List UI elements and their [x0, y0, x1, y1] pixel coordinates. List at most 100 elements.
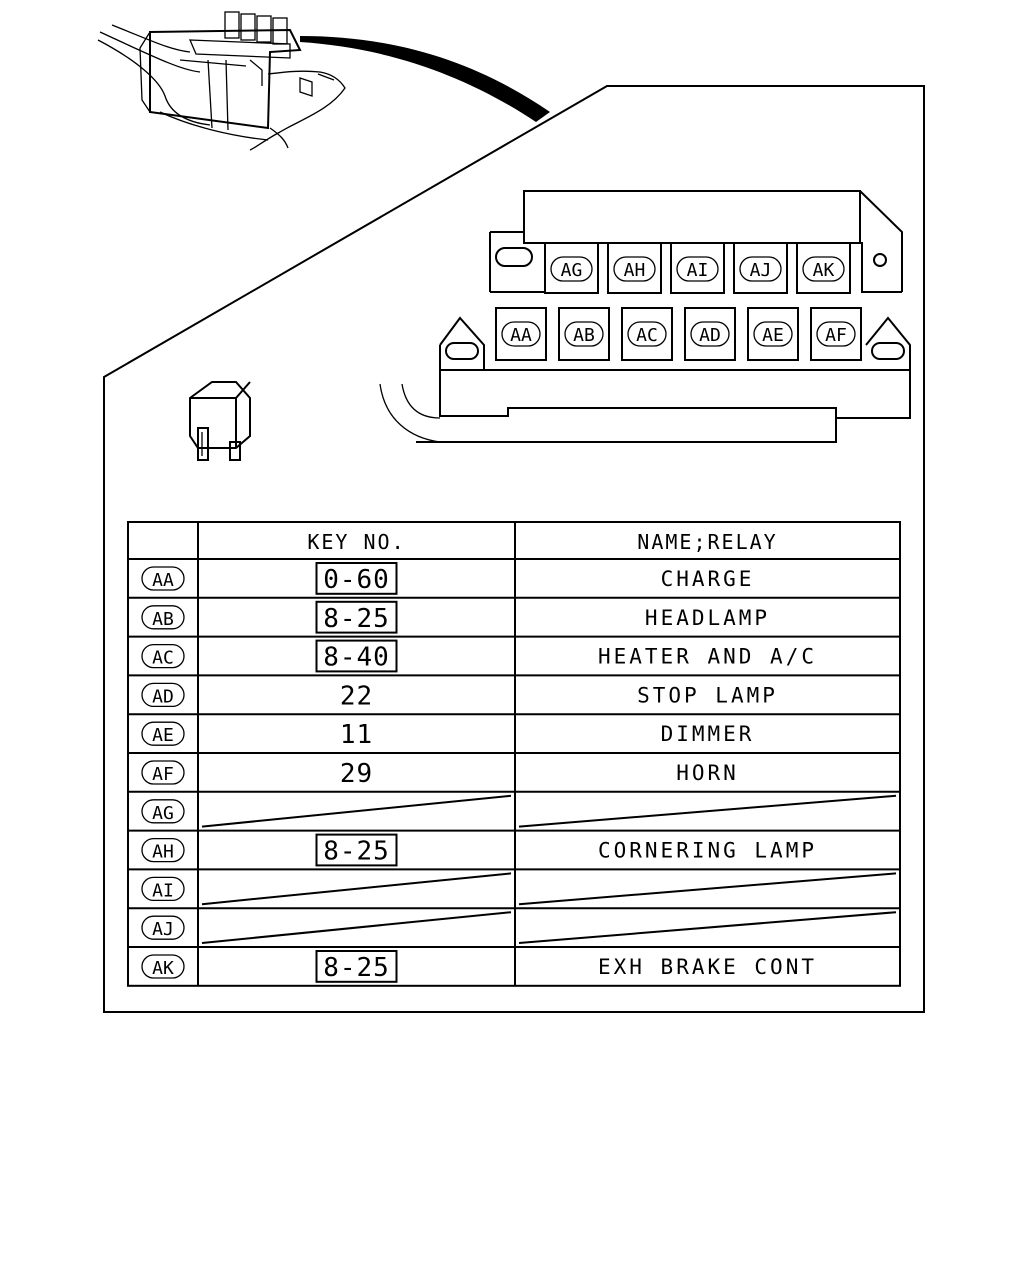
row-id-badge	[141, 799, 185, 824]
key-number-box	[315, 639, 398, 673]
row-id: AF	[152, 764, 174, 785]
relay-name: HEATER AND A/C	[598, 645, 817, 669]
row-id-badge	[141, 760, 185, 785]
row-id-badge	[141, 643, 185, 669]
key-number-box	[315, 833, 398, 867]
row-id-badge	[141, 566, 185, 591]
table-row: AE 11 DIMMER	[128, 713, 900, 750]
relay-slot-label: AI	[687, 260, 709, 281]
relay-slot-badge	[802, 256, 845, 282]
relay-slot-body	[670, 242, 725, 294]
relay-slot-body	[621, 307, 673, 361]
row-id: AE	[152, 725, 174, 746]
relay-slot-badge	[550, 256, 593, 282]
relay-slot: AA	[495, 307, 547, 361]
key-number-box	[315, 600, 398, 634]
relay-slot: AE	[747, 307, 799, 361]
relay-slot-label: AJ	[750, 260, 772, 281]
empty-slash	[201, 794, 512, 828]
key-number: 8-25	[323, 953, 390, 983]
relay-slot-badge	[564, 321, 604, 347]
key-number: 8-25	[323, 604, 390, 634]
header-name-relay: NAME;RELAY	[637, 530, 777, 554]
relay-name: CHARGE	[661, 567, 755, 591]
key-number: 22	[340, 681, 373, 711]
empty-slash	[518, 911, 897, 944]
relay-slot: AJ	[733, 242, 788, 294]
relay-slot-body	[607, 242, 662, 294]
harness-illustration	[97, 11, 550, 151]
table-row: AK 8-25 EXH BRAKE CONT	[128, 946, 900, 983]
relay-slot-label: AF	[825, 325, 847, 346]
row-id: AI	[152, 880, 174, 901]
relay-slot-body	[810, 307, 862, 361]
row-id-badge	[141, 721, 185, 746]
relay-slot-body	[796, 242, 851, 294]
relay-slot-badge	[627, 321, 667, 347]
relay-slot: AC	[621, 307, 673, 361]
relay-slot-badge	[753, 321, 793, 347]
empty-slash	[201, 872, 512, 906]
relay-slot: AK	[796, 242, 851, 294]
key-number: 11	[340, 720, 373, 750]
row-id-badge	[141, 954, 185, 979]
relay-slot: AD	[684, 307, 736, 361]
row-id: AB	[152, 609, 174, 630]
table-row: AF 29 HORN	[128, 752, 900, 789]
key-number: 8-25	[323, 837, 390, 867]
table-row: AH 8-25 CORNERING LAMP	[128, 829, 900, 867]
relay-name: EXH BRAKE CONT	[598, 955, 817, 979]
empty-slash	[518, 794, 897, 828]
relay-slot: AB	[558, 307, 610, 361]
header-key-no: KEY NO.	[307, 530, 405, 554]
relay-slot-badge	[501, 321, 541, 347]
table-row: AB 8-25 HEADLAMP	[128, 596, 900, 634]
relay-slot-body	[558, 307, 610, 361]
row-id: AH	[152, 842, 174, 863]
row-id: AK	[152, 958, 174, 979]
relay-slot-label: AH	[624, 260, 646, 281]
relay-slot-body	[733, 242, 788, 294]
relay-name: STOP LAMP	[637, 683, 778, 707]
relay-name: HEADLAMP	[645, 606, 770, 630]
relay-slot-badge	[739, 256, 782, 282]
table-row: AC 8-40 HEATER AND A/C	[128, 635, 900, 673]
key-number: 0-60	[323, 565, 390, 595]
relay-slot-label: AC	[636, 325, 658, 346]
relay-slot-badge	[676, 256, 719, 282]
relay-cube-illustration	[189, 381, 251, 461]
table-row: AJ	[128, 907, 900, 944]
table-row: AI	[128, 868, 900, 906]
detail-panel-outline	[103, 85, 925, 1013]
relay-slot-badge	[690, 321, 730, 347]
relay-slot-body	[684, 307, 736, 361]
table-row: AG	[128, 790, 900, 828]
relay-slot-body	[544, 242, 599, 294]
row-id-badge	[141, 837, 185, 863]
key-number: 29	[340, 759, 373, 789]
empty-slash	[201, 911, 512, 944]
row-id-badge	[141, 915, 185, 940]
key-number-box	[315, 950, 398, 983]
relay-slot: AF	[810, 307, 862, 361]
relay-slot: AI	[670, 242, 725, 294]
relay-slot-label: AK	[813, 260, 835, 281]
relay-slot-badge	[613, 256, 656, 282]
relay-name: CORNERING LAMP	[598, 839, 817, 863]
relay-slot-badge	[816, 321, 856, 347]
relay-slot-body	[747, 307, 799, 361]
relay-slot-label: AE	[762, 325, 784, 346]
row-id: AD	[152, 686, 174, 707]
row-id-badge	[141, 682, 185, 708]
table-row: AD 22 STOP LAMP	[128, 674, 900, 711]
key-number: 8-40	[323, 643, 390, 673]
row-id: AC	[152, 648, 174, 669]
row-id-badge	[141, 605, 185, 630]
relay-name: HORN	[676, 761, 739, 785]
row-id: AG	[152, 803, 174, 824]
relay-slot-label: AB	[573, 325, 595, 346]
key-number-box	[315, 562, 398, 595]
relay-name: DIMMER	[661, 722, 755, 746]
